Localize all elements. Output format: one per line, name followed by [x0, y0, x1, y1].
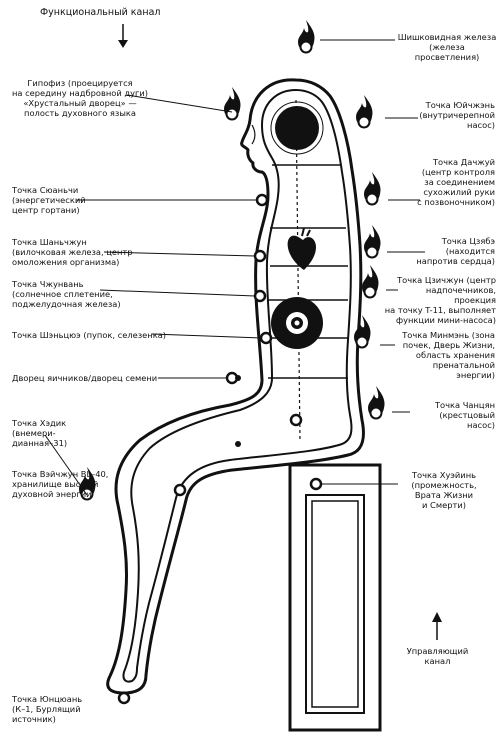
- stool: [288, 463, 382, 732]
- label-pituitary: Гипофиз (проецируется на середину надбро…: [11, 78, 149, 118]
- label-changqiang: Точка Чанцян (крестцовый насос): [434, 400, 495, 430]
- label-shanzhong: Точка Шаньчжун (вилочковая железа, центр…: [12, 237, 133, 267]
- head-center: [270, 101, 324, 155]
- label-zhongwan: Точка Чжунвань (солнечное сплетение, под…: [12, 279, 121, 309]
- label-shenque: Точка Шэньцюэ (пупок, селезенка): [12, 330, 167, 340]
- label-huiyin: Точка Хуэйинь (промежность, Врата Жизни …: [411, 470, 477, 510]
- label-weizhong: Точка Вэйчжун BL–40, хранилище высшей ду…: [12, 469, 109, 499]
- heart: [287, 227, 316, 270]
- label-ovary: Дворец яичников/дворец семени: [12, 373, 158, 383]
- label-governing-channel: Управляющий канал: [406, 646, 469, 666]
- energy-points: [117, 193, 323, 705]
- leader-lines: [44, 39, 425, 496]
- label-haidi: Точка Хэдик (внемери- дианная–31): [12, 418, 68, 448]
- label-dazhui: Точка Дачжуй (центр контроля за соединен…: [417, 157, 495, 207]
- label-yongquan: Точка Юнцюань (К–1, Бурлящий источник): [12, 694, 83, 724]
- label-pineal: Шишковидная железа (железа просветления): [397, 32, 497, 62]
- label-jizhong: Точка Цзичжун (центр надпочечников, прое…: [384, 275, 496, 325]
- title-functional-channel: Функциональный канал: [40, 7, 161, 18]
- label-xuanji: Точка Сюаньчи (энергетический центр горт…: [12, 185, 86, 215]
- label-mingmen: Точка Минмэнь (зона почек, Дверь Жизни, …: [402, 330, 495, 380]
- navel-center: [271, 297, 323, 349]
- label-jiaji: Точка Цзябэ (находится напротив сердца): [416, 236, 495, 266]
- label-yuzhen: Точка Юйчжэнь (внутричерепной насос): [419, 100, 495, 130]
